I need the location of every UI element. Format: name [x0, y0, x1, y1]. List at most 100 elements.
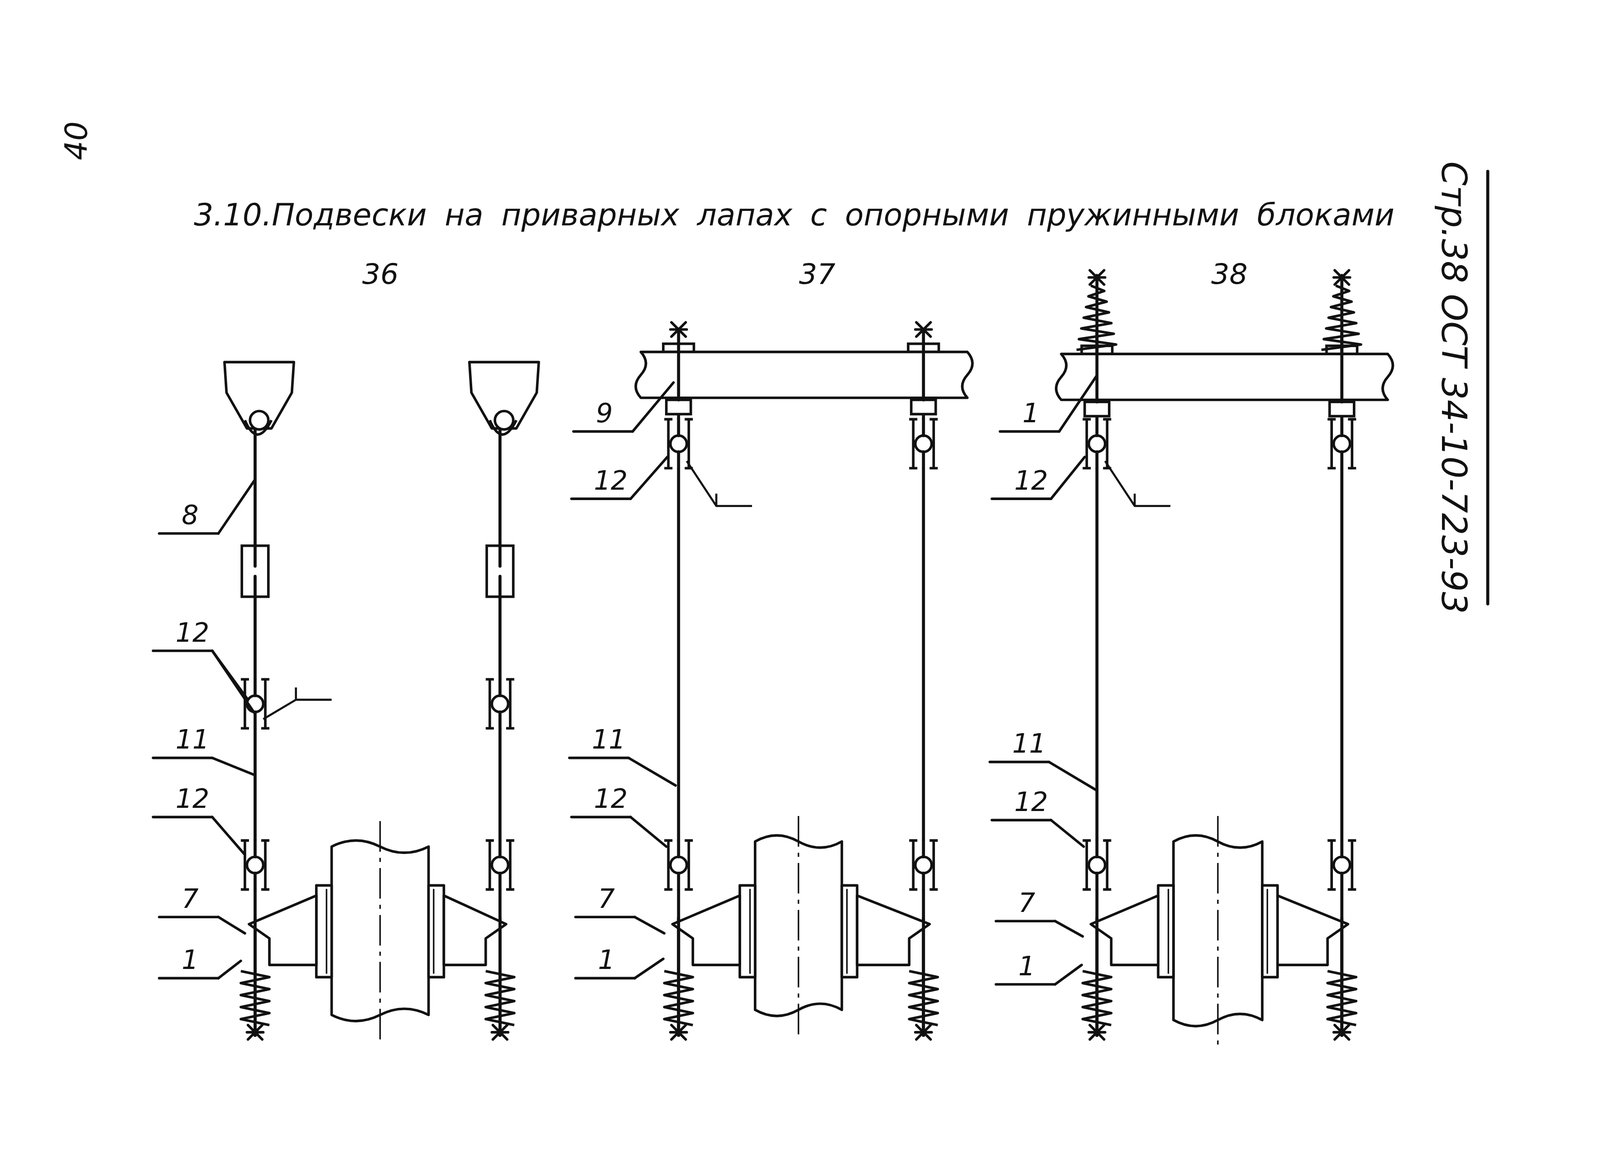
line	[1167, 889, 1169, 974]
line	[991, 819, 1052, 822]
line	[1095, 918, 1099, 1036]
eye-link	[1082, 840, 1112, 890]
line	[921, 397, 925, 1036]
eye-link	[240, 840, 270, 890]
welded-lug	[857, 895, 930, 966]
lug-plate	[316, 885, 332, 978]
line	[632, 382, 674, 432]
spring	[909, 971, 938, 1026]
line	[253, 679, 257, 696]
nut	[1084, 402, 1110, 417]
line	[1088, 276, 1106, 279]
sheet-header: Стр.38 ОСТ 34-10-723-93	[1436, 161, 1472, 615]
link-ground	[1084, 840, 1110, 890]
link-ground	[242, 679, 268, 729]
welded-lug	[1090, 895, 1159, 966]
link-ground	[911, 840, 936, 890]
lug-plate	[739, 885, 756, 978]
line	[159, 977, 219, 981]
line	[915, 328, 932, 331]
line	[921, 873, 925, 890]
line	[1058, 375, 1097, 432]
line	[921, 840, 925, 858]
line	[676, 918, 681, 1036]
bracket-pin	[249, 411, 269, 430]
line	[676, 419, 681, 436]
line	[218, 917, 245, 934]
line	[498, 840, 502, 858]
eye-link	[1327, 419, 1356, 469]
lug-plate	[1262, 885, 1278, 978]
link-ground	[242, 840, 268, 890]
eye-link	[664, 840, 693, 890]
line	[921, 451, 925, 469]
link-ground	[1329, 419, 1355, 469]
welded-lug	[443, 895, 506, 966]
line	[1095, 840, 1099, 858]
line	[1340, 275, 1344, 355]
turnbuckle	[241, 546, 269, 598]
callout-number: 12	[1014, 467, 1049, 494]
line	[1333, 1031, 1351, 1035]
callout-number: 1	[181, 947, 199, 974]
eye-pin	[1088, 857, 1106, 874]
line	[1050, 457, 1085, 499]
line	[676, 397, 681, 1036]
callout-number: 1	[1022, 400, 1040, 427]
hanger-assembly	[1056, 270, 1394, 1046]
line	[1340, 918, 1344, 1036]
spring	[1327, 971, 1356, 1026]
line	[628, 758, 676, 786]
weld-mark	[1105, 461, 1171, 507]
welded-lug	[672, 895, 740, 966]
line	[498, 576, 502, 597]
eye-link	[1327, 840, 1356, 890]
line	[670, 1031, 687, 1035]
line	[630, 457, 668, 499]
line	[630, 817, 667, 847]
line	[1266, 889, 1269, 974]
line	[991, 497, 1052, 501]
callout-number: 12	[594, 785, 628, 813]
eye-pin	[1088, 435, 1106, 452]
lug-plate	[841, 885, 858, 978]
line	[575, 977, 635, 981]
eye-link	[1082, 419, 1112, 469]
line	[676, 331, 681, 400]
line	[846, 889, 848, 974]
line	[573, 430, 633, 434]
weld-mark	[263, 687, 332, 720]
line	[1333, 276, 1351, 279]
bracket-pin	[494, 411, 514, 430]
callout-number: 11	[1012, 730, 1047, 758]
link-ground	[1329, 840, 1355, 890]
shackle	[244, 420, 272, 436]
callout-number: 1	[598, 947, 615, 974]
line	[218, 479, 255, 534]
eye-pin	[491, 857, 508, 874]
line	[1340, 419, 1344, 436]
figure-number: 37	[799, 260, 836, 289]
callout-number: 9	[595, 400, 613, 427]
line	[498, 679, 502, 696]
line	[432, 889, 435, 974]
line	[159, 915, 219, 919]
line	[676, 873, 681, 890]
line	[498, 428, 502, 1036]
line	[159, 532, 219, 536]
callout-number: 7	[181, 885, 199, 913]
callout-number: 11	[591, 726, 626, 754]
line	[915, 1031, 932, 1035]
line	[634, 959, 664, 979]
line	[1054, 965, 1082, 985]
eye-pin	[491, 695, 508, 713]
drawing-title: 3.10.Подвески на приварных лапах с опорн…	[193, 200, 1395, 231]
weld-mark	[686, 461, 753, 507]
line	[571, 816, 631, 820]
eye-link	[664, 419, 693, 469]
line	[1000, 430, 1060, 434]
line	[253, 546, 257, 567]
link-ground	[911, 419, 936, 469]
